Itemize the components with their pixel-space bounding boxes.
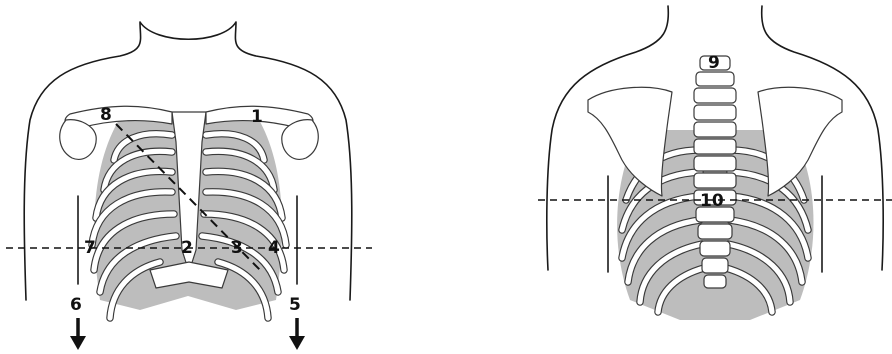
- label-7: 7: [84, 238, 96, 258]
- front-view: 1 2 3 4 5 6 7 8: [6, 22, 372, 350]
- label-6: 6: [70, 295, 82, 315]
- label-4: 4: [268, 238, 280, 258]
- arrow-6-down: [70, 318, 86, 350]
- label-8: 8: [100, 105, 112, 125]
- label-2: 2: [181, 238, 193, 258]
- label-5: 5: [289, 295, 301, 315]
- label-3: 3: [231, 238, 243, 258]
- back-view: 9 10: [538, 6, 892, 320]
- label-9: 9: [708, 53, 720, 73]
- label-10: 10: [700, 191, 724, 211]
- label-1: 1: [251, 107, 263, 127]
- arrow-5-down: [289, 318, 305, 350]
